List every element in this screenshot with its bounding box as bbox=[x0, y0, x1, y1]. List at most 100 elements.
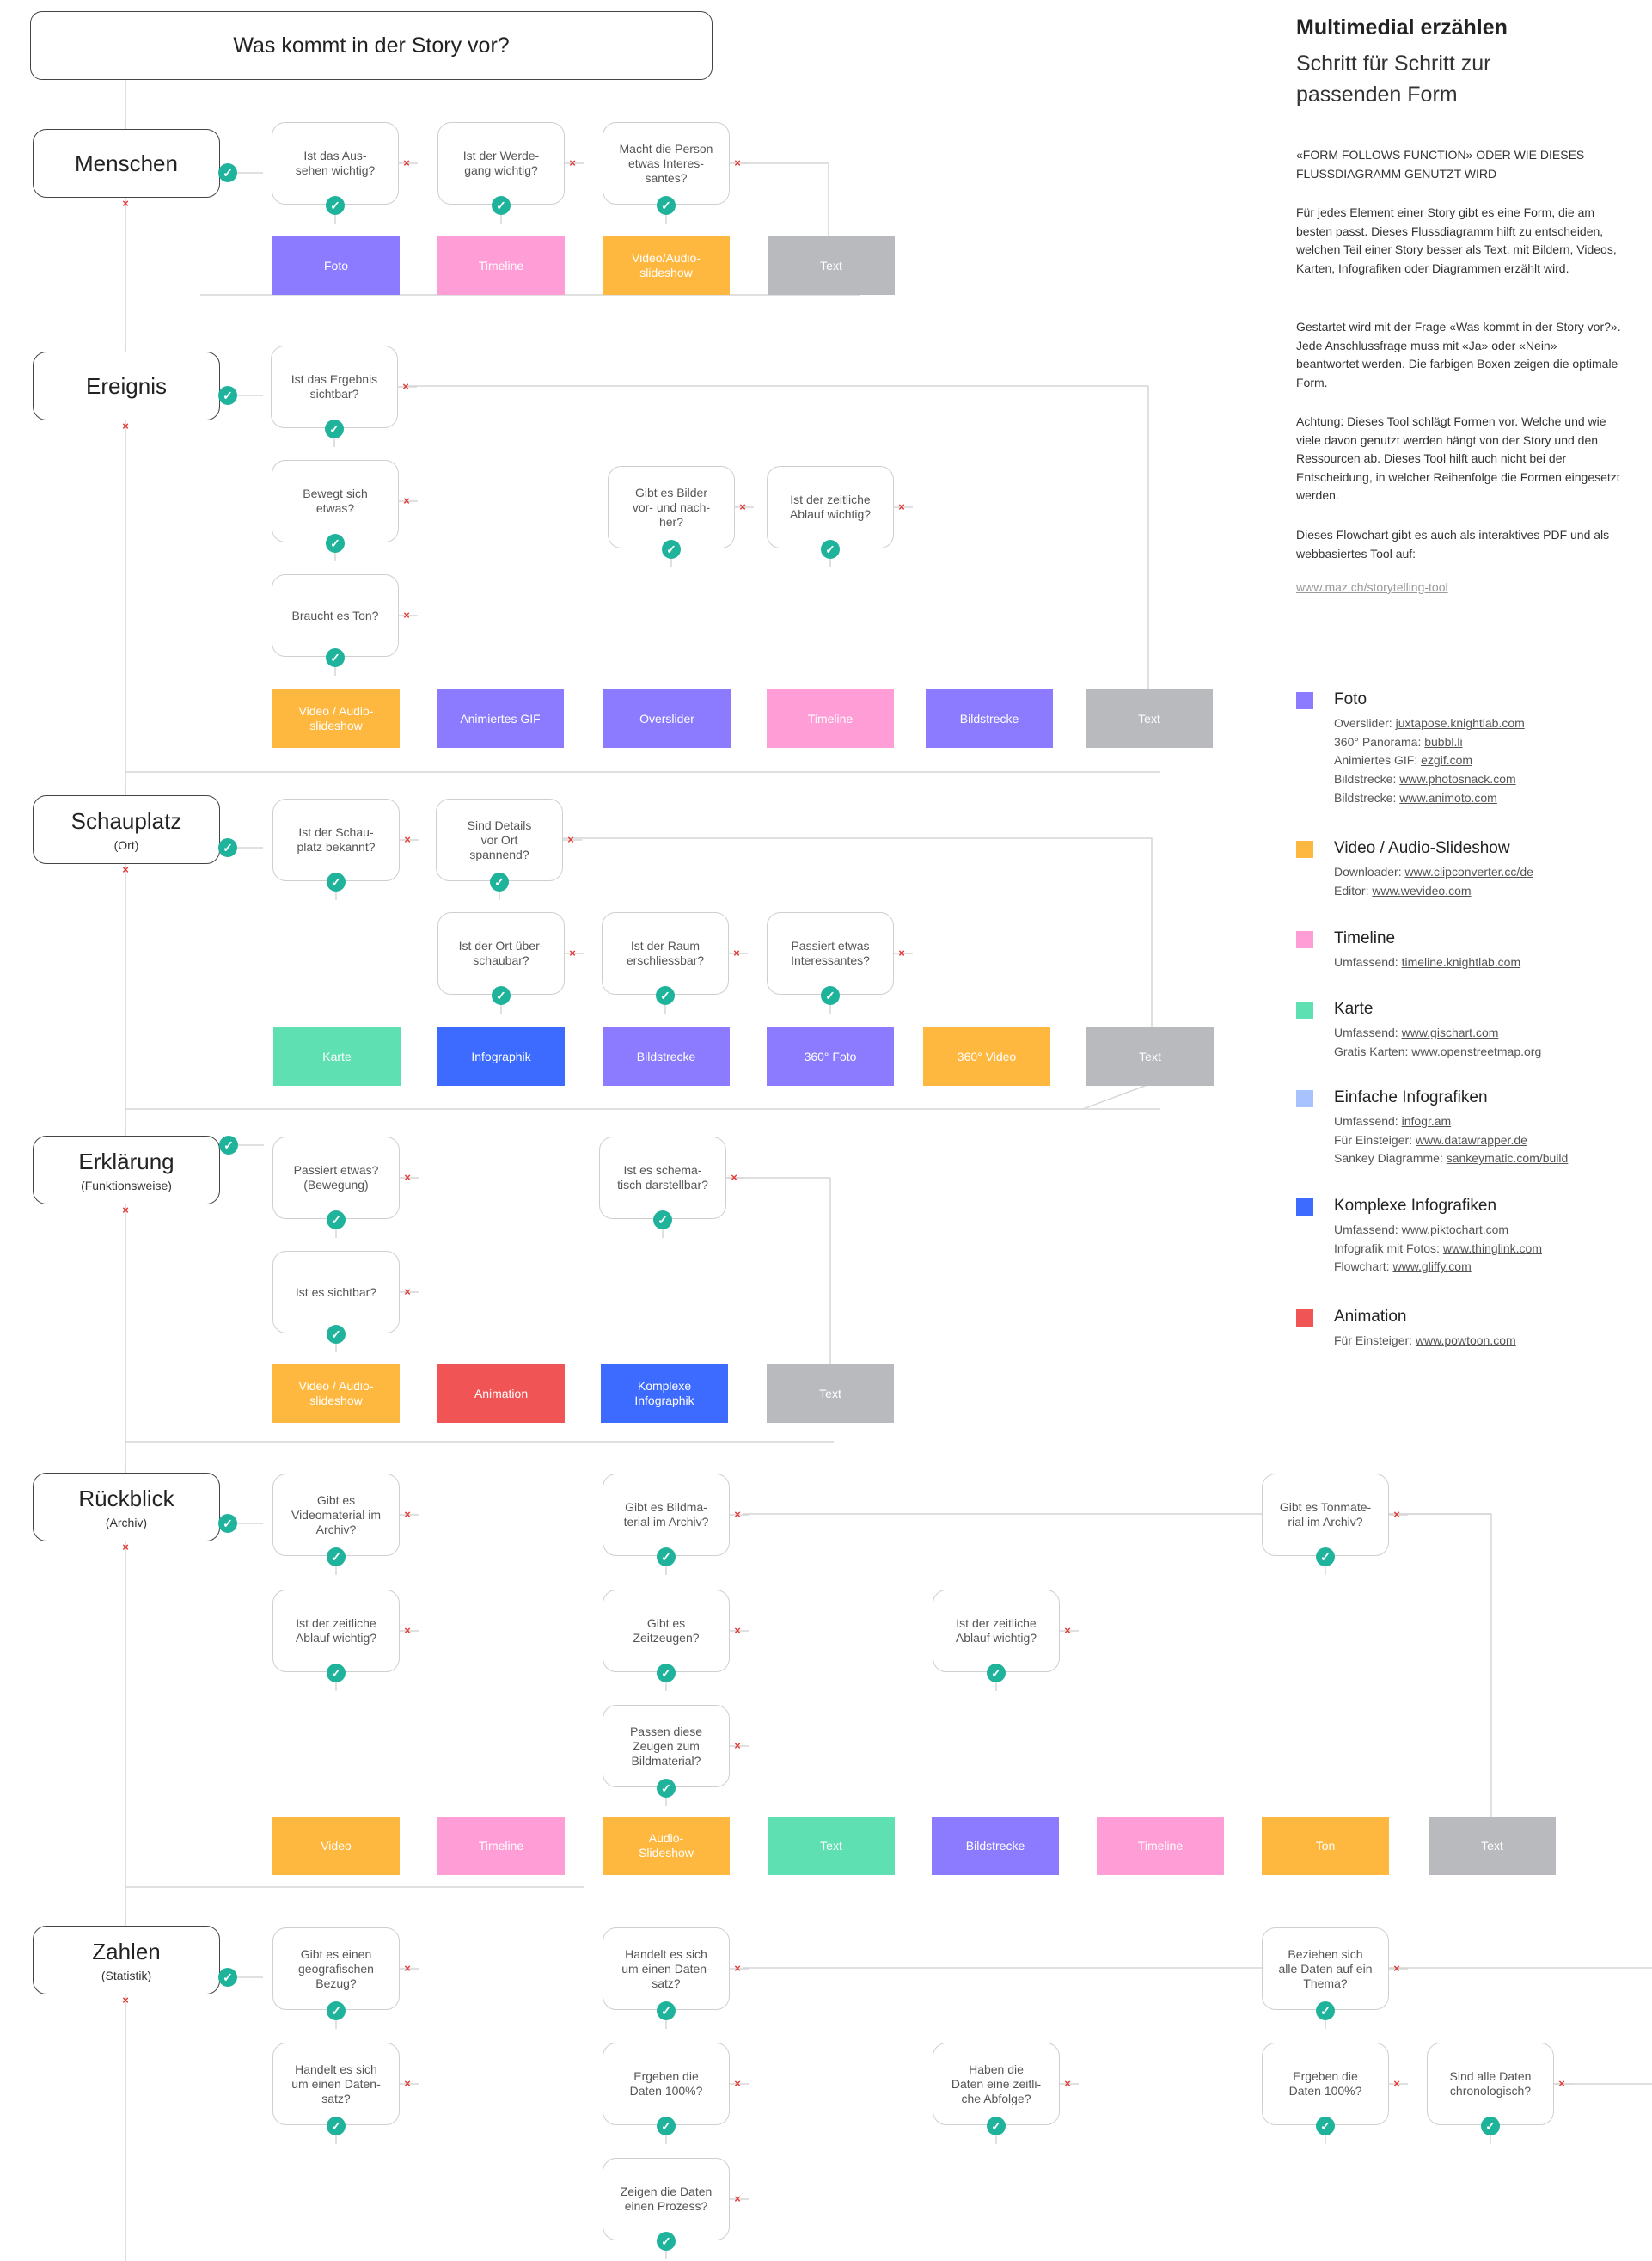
start-question: Was kommt in der Story vor? bbox=[30, 11, 713, 80]
yes-check-icon: ✓ bbox=[657, 196, 676, 215]
connector-line bbox=[743, 162, 829, 236]
no-x-icon: × bbox=[739, 500, 746, 513]
outcome-box: Timeline bbox=[767, 689, 894, 748]
legend-entry-label: Bildstrecke: bbox=[1334, 790, 1400, 805]
yes-check-icon: ✓ bbox=[987, 2117, 1006, 2135]
no-x-icon: × bbox=[1064, 2077, 1071, 2090]
legend-entry: Für Einsteiger: www.datawrapper.de bbox=[1334, 1133, 1527, 1147]
legend-entry-label: Für Einsteiger: bbox=[1334, 1132, 1416, 1147]
connector-line bbox=[563, 837, 1153, 1110]
legend-entry-link[interactable]: juxtapose.knightlab.com bbox=[1395, 716, 1525, 730]
outcome-box: Overslider bbox=[603, 689, 731, 748]
yes-check-icon: ✓ bbox=[326, 648, 345, 667]
question-box: Ergeben die Daten 100%? bbox=[603, 2043, 730, 2125]
question-box: Passiert etwas Interessantes? bbox=[767, 912, 894, 995]
outcome-box: Animation bbox=[437, 1364, 565, 1423]
legend-entry-label: Umfassend: bbox=[1334, 1222, 1402, 1236]
yes-check-icon: ✓ bbox=[656, 986, 675, 1005]
yes-check-icon: ✓ bbox=[218, 163, 237, 182]
no-x-icon: × bbox=[898, 947, 905, 959]
legend-entry-label: Infografik mit Fotos: bbox=[1334, 1241, 1443, 1255]
outcome-box: Infographik bbox=[437, 1027, 565, 1086]
yes-check-icon: ✓ bbox=[327, 873, 346, 892]
outcome-box: Timeline bbox=[437, 1817, 565, 1875]
yes-check-icon: ✓ bbox=[492, 986, 511, 1005]
legend-entry-label: Bildstrecke: bbox=[1334, 772, 1400, 787]
yes-check-icon: ✓ bbox=[219, 1136, 238, 1155]
legend-entry-link[interactable]: www.photosnack.com bbox=[1399, 772, 1516, 787]
sidebar-title: Multimedial erzählen bbox=[1296, 15, 1508, 40]
legend-entry-link[interactable]: www.datawrapper.de bbox=[1415, 1132, 1527, 1147]
legend-entry-link[interactable]: timeline.knightlab.com bbox=[1401, 955, 1521, 969]
legend-title: Animation bbox=[1334, 1308, 1407, 1326]
legend-entry-label: 360° Panorama: bbox=[1334, 734, 1425, 749]
legend-entry-link[interactable]: www.gliffy.com bbox=[1392, 1259, 1472, 1274]
question-box: Ist der zeitliche Ablauf wichtig? bbox=[272, 1590, 400, 1672]
legend-entry-label: Animiertes GIF: bbox=[1334, 753, 1422, 768]
legend-entry-link[interactable]: www.wevideo.com bbox=[1372, 883, 1472, 898]
legend-entry-link[interactable]: www.clipconverter.cc/de bbox=[1404, 865, 1533, 879]
outcome-box: Text bbox=[1086, 1027, 1214, 1086]
no-x-icon: × bbox=[404, 2077, 411, 2090]
no-x-icon: × bbox=[404, 1624, 411, 1637]
legend-entry: Bildstrecke: www.photosnack.com bbox=[1334, 772, 1516, 786]
legend-entry: Animiertes GIF: ezgif.com bbox=[1334, 753, 1472, 767]
yes-check-icon: ✓ bbox=[327, 1547, 346, 1566]
yes-check-icon: ✓ bbox=[327, 1325, 346, 1344]
section-subtitle: (Archiv) bbox=[105, 1515, 148, 1529]
legend-title: Komplexe Infografiken bbox=[1334, 1197, 1497, 1215]
yes-check-icon: ✓ bbox=[490, 873, 509, 892]
yes-check-icon: ✓ bbox=[327, 1664, 346, 1682]
legend-entry-link[interactable]: www.openstreetmap.org bbox=[1411, 1044, 1542, 1058]
question-box: Ist das Aus- sehen wichtig? bbox=[272, 122, 399, 205]
legend-entry-link[interactable]: infogr.am bbox=[1401, 1114, 1452, 1128]
yes-check-icon: ✓ bbox=[326, 534, 345, 553]
yes-check-icon: ✓ bbox=[218, 838, 237, 857]
no-x-icon: × bbox=[734, 2077, 741, 2090]
legend-entry-link[interactable]: www.powtoon.com bbox=[1415, 1333, 1516, 1347]
question-box: Ist der zeitliche Ablauf wichtig? bbox=[767, 466, 894, 548]
yes-check-icon: ✓ bbox=[218, 1514, 237, 1533]
yes-check-icon: ✓ bbox=[653, 1210, 672, 1229]
yes-check-icon: ✓ bbox=[1316, 2001, 1335, 2020]
yes-check-icon: ✓ bbox=[987, 1664, 1006, 1682]
question-box: Ist das Ergebnis sichtbar? bbox=[271, 346, 398, 428]
legend-entry-link[interactable]: www.piktochart.com bbox=[1401, 1222, 1509, 1236]
legend-entry-link[interactable]: ezgif.com bbox=[1421, 753, 1473, 768]
legend-entry-label: Umfassend: bbox=[1334, 955, 1402, 969]
yes-check-icon: ✓ bbox=[821, 986, 840, 1005]
outcome-box: 360° Video bbox=[923, 1027, 1050, 1086]
yes-check-icon: ✓ bbox=[1481, 2117, 1500, 2135]
outcome-box: Audio- Slideshow bbox=[603, 1817, 730, 1875]
question-box: Bewegt sich etwas? bbox=[272, 460, 399, 542]
legend-entry-label: Downloader: bbox=[1334, 865, 1405, 879]
legend-entry-link[interactable]: www.gischart.com bbox=[1401, 1026, 1499, 1039]
legend-entry-link[interactable]: www.animoto.com bbox=[1399, 790, 1497, 805]
outcome-box: Video bbox=[272, 1817, 400, 1875]
legend-entry-link[interactable]: bubbl.li bbox=[1424, 734, 1463, 749]
legend-entry: Umfassend: timeline.knightlab.com bbox=[1334, 955, 1520, 969]
outcome-box: Animiertes GIF bbox=[437, 689, 564, 748]
no-x-icon: × bbox=[1558, 2077, 1565, 2090]
no-x-icon: × bbox=[404, 1171, 411, 1184]
legend-title: Karte bbox=[1334, 1000, 1374, 1018]
yes-check-icon: ✓ bbox=[326, 196, 345, 215]
connector-line bbox=[743, 1513, 1492, 1817]
no-x-icon: × bbox=[898, 500, 905, 513]
legend-entry-link[interactable]: www.thinglink.com bbox=[1442, 1241, 1542, 1255]
sidebar-link[interactable]: www.maz.ch/storytelling-tool bbox=[1296, 580, 1448, 594]
legend-entry: Gratis Karten: www.openstreetmap.org bbox=[1334, 1045, 1541, 1058]
no-x-icon: × bbox=[734, 1508, 741, 1521]
no-x-icon: × bbox=[122, 1541, 129, 1553]
question-box: Handelt es sich um einen Daten- satz? bbox=[272, 2043, 400, 2125]
legend-entry-link[interactable]: sankeymatic.com/build bbox=[1446, 1151, 1569, 1166]
outcome-box: Video / Audio- slideshow bbox=[272, 1364, 400, 1423]
legend-swatch bbox=[1296, 1198, 1313, 1216]
outcome-box: Komplexe Infographik bbox=[601, 1364, 728, 1423]
no-x-icon: × bbox=[734, 1739, 741, 1752]
outcome-box: Timeline bbox=[437, 236, 565, 295]
question-box: Ist der Ort über- schaubar? bbox=[437, 912, 565, 995]
question-box: Handelt es sich um einen Daten- satz? bbox=[603, 1927, 730, 2010]
no-x-icon: × bbox=[734, 1624, 741, 1637]
outcome-box: Bildstrecke bbox=[932, 1817, 1059, 1875]
